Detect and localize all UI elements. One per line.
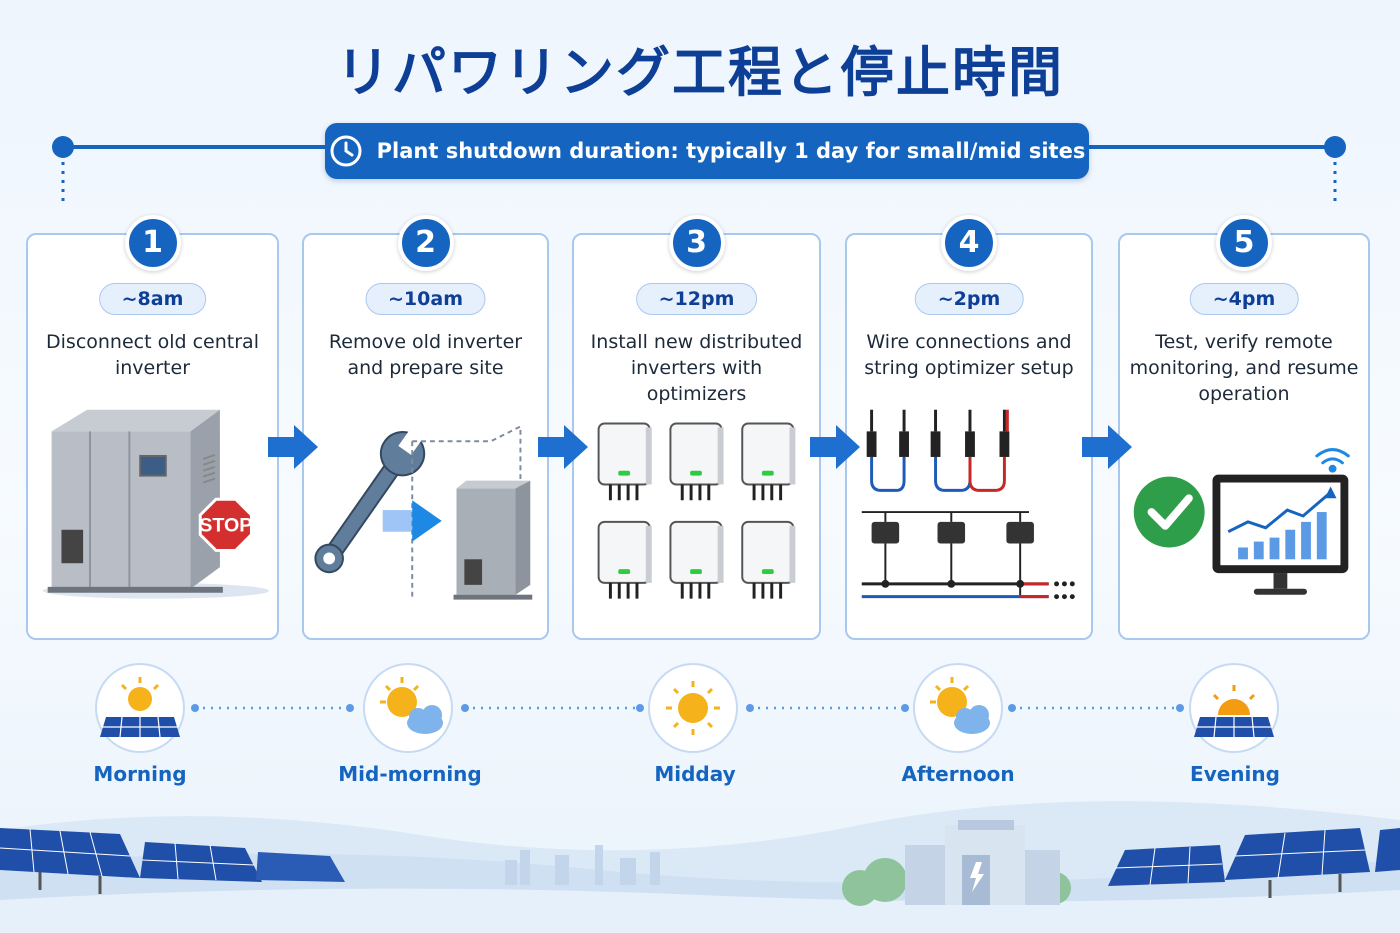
step-number: 3 xyxy=(668,215,725,271)
remove-inverter-illustration xyxy=(314,424,533,600)
solar-panel-icon xyxy=(140,842,262,882)
sun-cloud-icon xyxy=(913,663,1003,753)
phase-label-mid-morning: Mid-morning xyxy=(338,762,482,786)
solar-panel-icon xyxy=(1108,845,1225,886)
phase-label-afternoon: Afternoon xyxy=(901,762,1015,786)
wrench-icon xyxy=(314,428,426,574)
step-time: ~8am xyxy=(98,283,207,315)
step-arrow-3 xyxy=(810,425,860,469)
step-time: ~12pm xyxy=(635,283,758,315)
solar-panel-icon xyxy=(0,828,140,894)
phase-label-evening: Evening xyxy=(1190,762,1280,786)
distributed-inverters-illustration xyxy=(597,422,797,601)
monitoring-illustration xyxy=(1133,448,1350,595)
phase-label-midday: Midday xyxy=(654,762,736,786)
step-number: 2 xyxy=(397,215,454,271)
step-card-5: 5 ~4pm Test, verify remote monitoring, a… xyxy=(1118,215,1370,640)
sun-over-panels-icon xyxy=(95,663,185,753)
stop-sign-icon xyxy=(198,497,253,552)
step-time: ~10am xyxy=(365,283,486,315)
step-card-3: 3 ~12pm Install new distributed inverter… xyxy=(572,215,821,640)
sun-cloud-icon xyxy=(363,663,453,753)
check-icon xyxy=(1133,476,1205,548)
central-inverter-stop-illustration: STOP xyxy=(42,409,270,599)
solar-farm-scenery xyxy=(0,801,1400,933)
wiring-optimizer-illustration xyxy=(861,409,1075,600)
stop-sign-text: STOP xyxy=(199,515,252,537)
step-card-2: 2 ~10am Remove old inverter and prepare … xyxy=(302,215,549,640)
page-title: リパワリング工程と停止時間 xyxy=(336,41,1064,104)
step-description: Install new distributed inverters with o… xyxy=(590,331,803,405)
step-arrow-1 xyxy=(268,425,318,469)
step-number: 4 xyxy=(941,215,997,271)
step-description: Test, verify remote monitoring, and resu… xyxy=(1129,331,1359,405)
step-description: Remove old inverter and prepare site xyxy=(328,331,523,379)
monitor-icon xyxy=(1212,474,1349,595)
step-arrow-2 xyxy=(538,425,588,469)
shutdown-duration-banner: Plant shutdown duration: typically 1 day… xyxy=(325,123,1089,179)
sun-icon xyxy=(648,663,738,753)
step-card-1: 1 ~8am Disconnect old central inverter S… xyxy=(26,215,279,640)
step-time: ~4pm xyxy=(1189,283,1299,315)
sunset-panels-icon xyxy=(1189,663,1279,753)
step-description: Disconnect old central inverter xyxy=(46,331,259,379)
phase-label-morning: Morning xyxy=(93,762,187,786)
step-arrow-4 xyxy=(1082,425,1132,469)
banner-text: Plant shutdown duration: typically 1 day… xyxy=(376,139,1086,163)
day-phase-timeline xyxy=(95,663,1279,753)
clock-icon xyxy=(330,135,362,167)
substation-building xyxy=(905,820,1060,905)
step-number: 1 xyxy=(124,215,181,271)
step-number: 5 xyxy=(1216,215,1272,271)
wifi-icon xyxy=(1315,448,1350,473)
step-description: Wire connections and string optimizer se… xyxy=(864,331,1074,379)
solar-panel-icon xyxy=(1225,828,1370,898)
solar-panel-icon xyxy=(256,852,345,882)
step-time: ~2pm xyxy=(914,283,1024,315)
step-card-4: 4 ~2pm Wire connections and string optim… xyxy=(845,215,1093,640)
